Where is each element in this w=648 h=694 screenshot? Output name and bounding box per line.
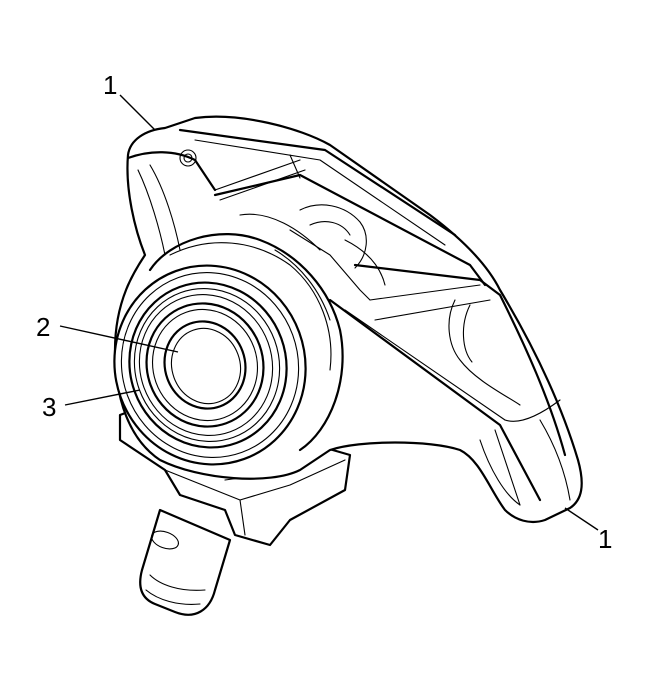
callout-1-top: 1: [103, 70, 117, 100]
callout-2: 2: [36, 312, 50, 342]
callout-1-bottom: 1: [598, 524, 612, 554]
leader-1-top: [119, 94, 156, 131]
inner-bore: [163, 320, 247, 410]
callout-3: 3: [42, 392, 56, 422]
leader-2: [59, 325, 179, 353]
leader-lines: [59, 94, 599, 531]
shaft: [139, 508, 232, 616]
leader-1-bottom: [564, 507, 599, 531]
leader-3: [64, 389, 141, 406]
